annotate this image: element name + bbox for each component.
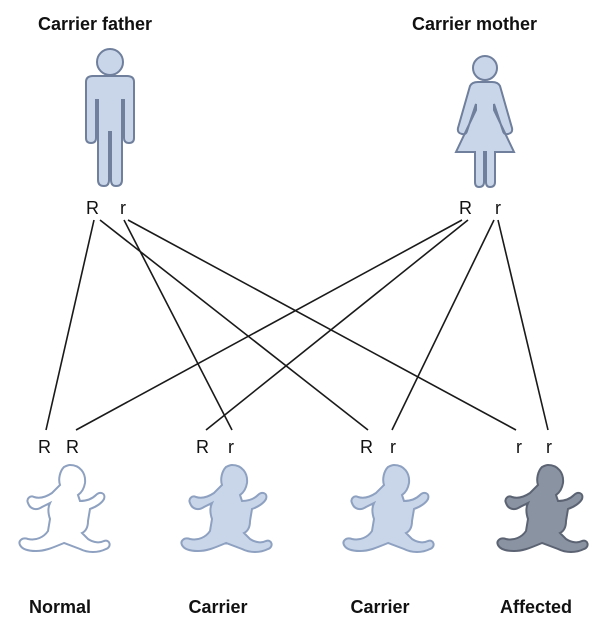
line-mother-R-to-child1: [75, 219, 463, 431]
baby-carrier-1: [180, 464, 273, 553]
child3-allele-1: R: [360, 437, 373, 457]
mother-allele-1: R: [459, 198, 472, 218]
line-mother-r-to-child4: [497, 219, 549, 431]
mother-allele-2: r: [495, 198, 501, 218]
father-figure: [85, 48, 135, 188]
mother-figure: [454, 55, 516, 189]
father-title: Carrier father: [38, 14, 153, 34]
line-mother-r-to-child3: [391, 219, 495, 431]
child2-allele-1: R: [196, 437, 209, 457]
child4-allele-2: r: [546, 437, 552, 457]
line-father-R-to-child3: [99, 219, 369, 431]
child-label-affected: Affected: [499, 597, 573, 617]
child-label-normal: Normal: [28, 597, 92, 617]
line-father-r-to-child4: [127, 219, 517, 431]
baby-affected: [496, 464, 589, 553]
child-label-carrier-1: Carrier: [188, 597, 248, 617]
mother-title: Carrier mother: [412, 14, 538, 34]
child1-allele-2: R: [66, 437, 79, 457]
child3-allele-2: r: [390, 437, 396, 457]
child4-allele-1: r: [516, 437, 522, 457]
line-mother-R-to-child2: [205, 219, 469, 431]
child1-allele-1: R: [38, 437, 51, 457]
child2-allele-2: r: [228, 437, 234, 457]
line-father-r-to-child2: [123, 219, 233, 431]
child-label-carrier-2: Carrier: [350, 597, 410, 617]
baby-carrier-2: [342, 464, 435, 553]
father-allele-2: r: [120, 198, 126, 218]
line-father-R-to-child1: [45, 219, 95, 431]
inheritance-lines: [45, 219, 549, 431]
baby-normal: [18, 464, 111, 553]
father-allele-1: R: [86, 198, 99, 218]
